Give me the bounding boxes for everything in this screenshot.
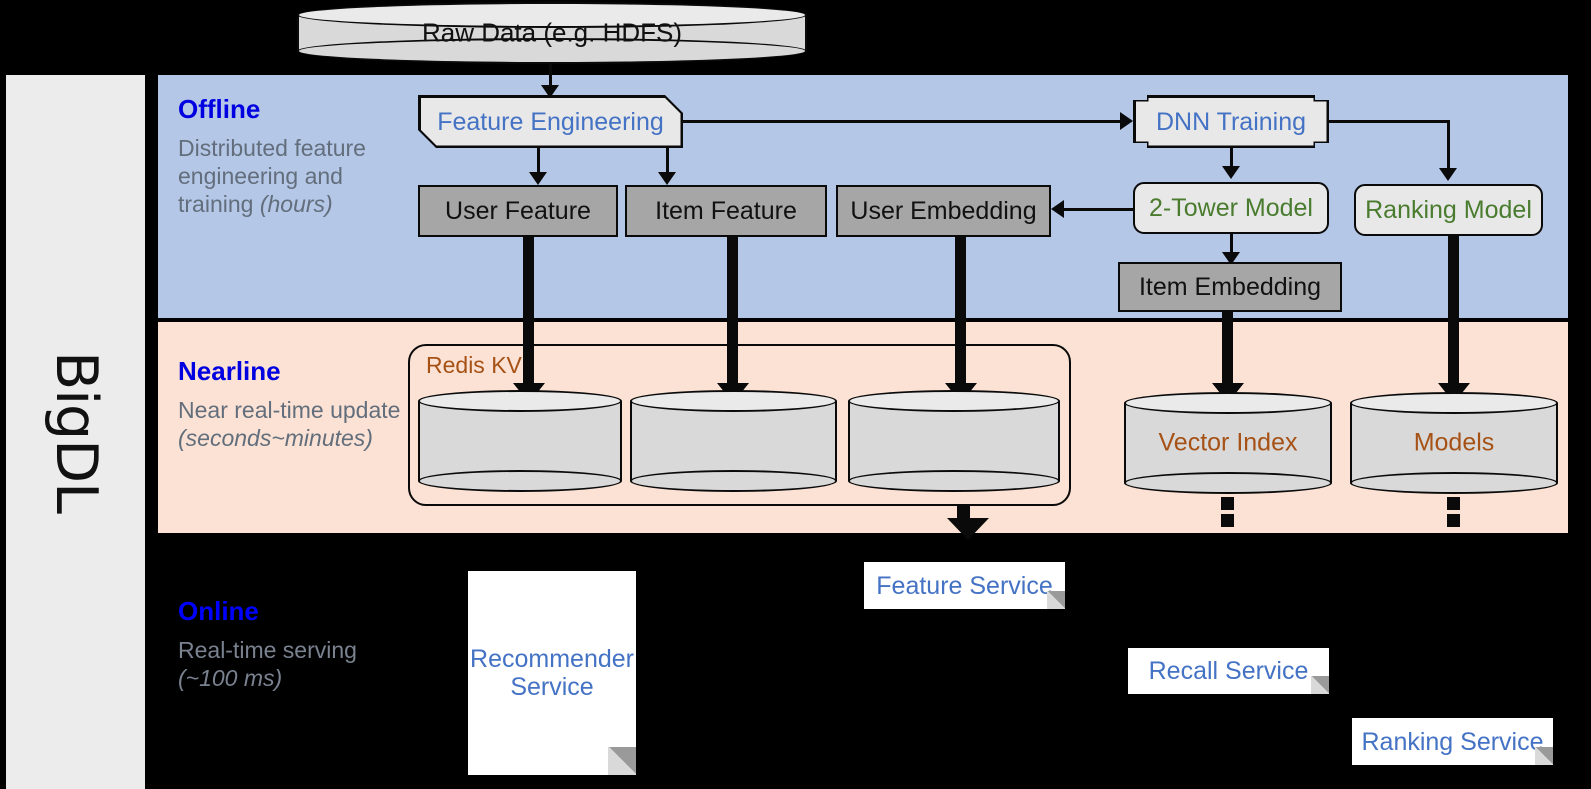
folded-corner-icon xyxy=(608,747,636,775)
cylinder-bottom xyxy=(1124,472,1332,494)
dash-marker-models-2 xyxy=(1447,514,1460,527)
cylinder-top xyxy=(1124,392,1332,414)
offline-desc: Distributed feature engineering and trai… xyxy=(178,134,366,217)
arrow-dnn-ranking-v xyxy=(1447,120,1450,170)
cylinder-bottom xyxy=(1350,472,1558,494)
arrow-fe-dnn-line xyxy=(683,120,1121,123)
user-feature-node[interactable]: User Feature xyxy=(418,185,618,237)
recall-service-label: Recall Service xyxy=(1148,657,1309,685)
models-label: Models xyxy=(1413,428,1495,457)
bigdl-label: BigDL xyxy=(42,351,109,513)
cylinder-bottom xyxy=(297,38,807,64)
raw-data-label: Raw Data (e.g. HDFS) xyxy=(421,17,683,48)
fat-arrow-userembedding-line xyxy=(955,237,966,387)
redis-store-1[interactable] xyxy=(418,390,622,492)
arrow-fe-dnn-head xyxy=(1120,112,1133,130)
cylinder-top xyxy=(418,390,622,412)
cylinder-body xyxy=(1350,403,1558,483)
dash-marker-vectorindex-2 xyxy=(1221,514,1234,527)
arrow-fe-itemfeature-line xyxy=(666,148,669,175)
folded-corner-icon xyxy=(1047,591,1065,609)
arrow-twotower-userembedding-line xyxy=(1064,208,1134,211)
fat-arrow-itemfeature-line xyxy=(727,237,738,387)
cylinder-top xyxy=(848,390,1060,412)
cylinder-top xyxy=(297,2,807,28)
two-tower-model-label: 2-Tower Model xyxy=(1149,194,1313,222)
bigdl-sidebar: BigDL xyxy=(6,75,145,789)
user-embedding-node[interactable]: User Embedding xyxy=(836,185,1051,237)
redis-kv-container xyxy=(408,344,1071,506)
fat-arrow-redis-featureservice-stub xyxy=(957,506,970,519)
nearline-title: Nearline xyxy=(178,356,281,386)
recommender-service-node[interactable]: Recommender Service xyxy=(468,571,636,775)
item-embedding-label: Item Embedding xyxy=(1138,273,1322,301)
user-feature-label: User Feature xyxy=(445,197,591,225)
arrow-fe-userfeature-line xyxy=(537,148,540,175)
cylinder-top xyxy=(1350,392,1558,414)
raw-data-cylinder: Raw Data (e.g. HDFS) xyxy=(297,2,807,64)
cylinder-body xyxy=(418,401,622,481)
cylinder-bottom xyxy=(418,470,622,492)
nearline-caption: Nearline Near real-time update (seconds~… xyxy=(178,357,403,452)
cylinder-bottom xyxy=(848,470,1060,492)
redis-store-3[interactable] xyxy=(848,390,1060,492)
arrow-twotower-userembedding-head xyxy=(1051,200,1064,218)
arrow-dnn-ranking-head xyxy=(1439,168,1457,181)
item-feature-node[interactable]: Item Feature xyxy=(625,185,827,237)
nearline-desc: Near real-time update (seconds~minutes) xyxy=(178,396,401,451)
folded-corner-icon xyxy=(1535,747,1553,765)
redis-store-2[interactable] xyxy=(630,390,837,492)
item-embedding-node[interactable]: Item Embedding xyxy=(1118,262,1342,312)
folded-corner-icon xyxy=(1311,676,1329,694)
vector-index-label: Vector Index xyxy=(1158,428,1298,457)
cylinder-body xyxy=(848,401,1060,481)
online-title: Online xyxy=(178,596,259,626)
recall-service-node[interactable]: Recall Service xyxy=(1128,648,1329,694)
dash-marker-models-1 xyxy=(1447,497,1460,510)
arrow-fe-userfeature-head xyxy=(529,172,547,185)
online-desc: Real-time serving (~100 ms) xyxy=(178,636,357,691)
fat-arrow-rankingmodel-line xyxy=(1448,236,1459,387)
dash-marker-vectorindex-1 xyxy=(1221,497,1234,510)
cylinder-bottom xyxy=(630,470,837,492)
arrow-dnn-twotower-head xyxy=(1222,166,1240,179)
cylinder-body xyxy=(630,401,837,481)
ranking-service-label: Ranking Service xyxy=(1361,727,1544,756)
online-caption: Online Real-time serving (~100 ms) xyxy=(178,597,403,692)
cylinder-body xyxy=(1124,403,1332,483)
recommender-service-label: Recommender Service xyxy=(470,645,634,701)
ranking-model-label: Ranking Model xyxy=(1365,196,1532,224)
feature-engineering-node[interactable]: Feature Engineering xyxy=(418,95,683,148)
offline-title: Offline xyxy=(178,94,261,124)
feature-service-label: Feature Service xyxy=(876,571,1053,600)
arrow-twotower-itemembedding-head xyxy=(1222,252,1240,265)
ranking-service-node[interactable]: Ranking Service xyxy=(1352,718,1553,765)
feature-engineering-label: Feature Engineering xyxy=(437,107,664,136)
arrow-dnn-twotower-line xyxy=(1230,148,1233,169)
dnn-training-node[interactable]: DNN Training xyxy=(1133,95,1329,148)
dnn-training-label: DNN Training xyxy=(1155,107,1307,136)
offline-caption: Offline Distributed feature engineering … xyxy=(178,95,403,218)
fat-arrow-userfeature-line xyxy=(523,237,534,387)
arrow-rawdata-fe-line xyxy=(549,62,552,88)
fat-arrow-redis-featureservice-head xyxy=(947,518,989,540)
models-cylinder[interactable]: Models xyxy=(1350,392,1558,494)
arrow-fe-itemfeature-head xyxy=(658,172,676,185)
fat-arrow-itemembedding-line xyxy=(1222,312,1233,387)
arrow-rawdata-fe-head xyxy=(541,85,559,98)
cylinder-top xyxy=(630,390,837,412)
feature-service-node[interactable]: Feature Service xyxy=(864,562,1065,609)
item-feature-label: Item Feature xyxy=(655,197,797,225)
arrow-twotower-itemembedding-line xyxy=(1230,234,1233,256)
vector-index-cylinder[interactable]: Vector Index xyxy=(1124,392,1332,494)
user-embedding-label: User Embedding xyxy=(850,197,1037,225)
two-tower-model-node[interactable]: 2-Tower Model xyxy=(1133,182,1329,234)
redis-kv-label: Redis KV xyxy=(426,352,522,378)
arrow-dnn-ranking-h xyxy=(1329,120,1449,123)
ranking-model-node[interactable]: Ranking Model xyxy=(1354,184,1543,236)
